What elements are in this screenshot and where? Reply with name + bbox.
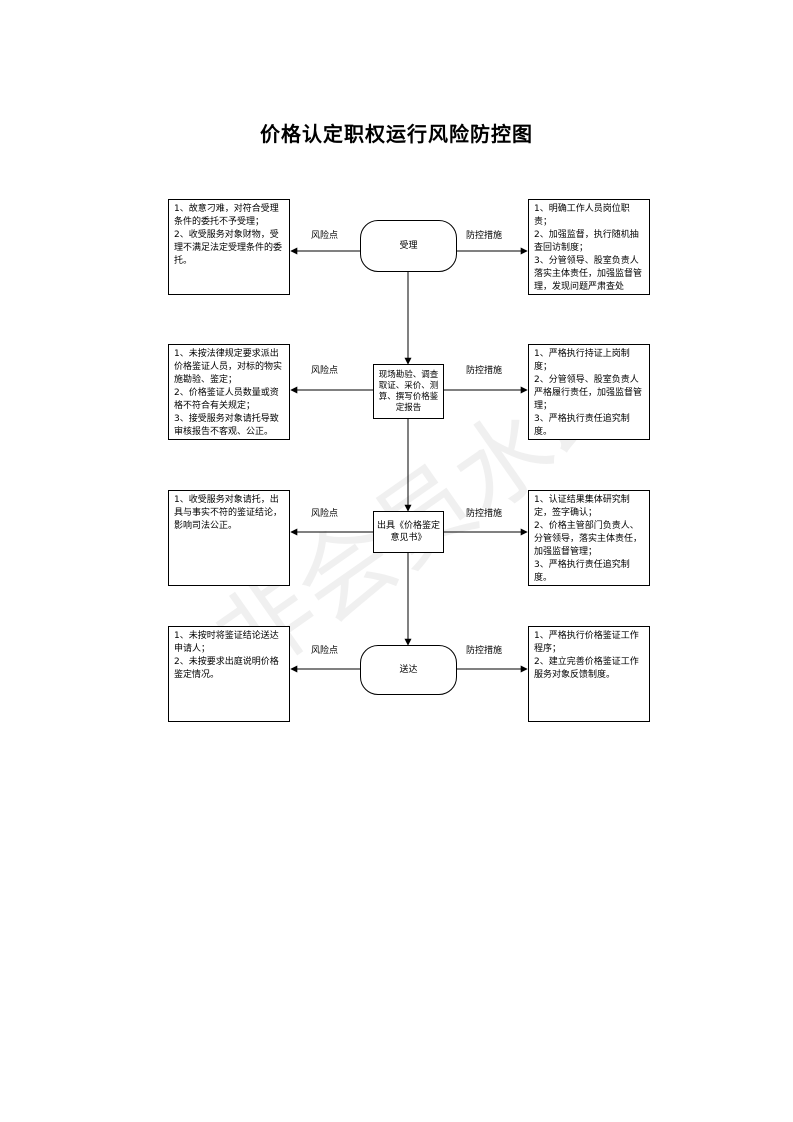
- risk-item: 1、未按时将鉴证结论送达申请人；: [174, 631, 279, 654]
- control-item: 1、严格执行价格鉴证工作程序；: [534, 631, 639, 654]
- control-box-4: 1、严格执行价格鉴证工作程序； 2、建立完善价格鉴证工作服务对象反馈制度。: [528, 626, 650, 722]
- control-item: 2、价格主管部门负责人、分管领导，落实主体责任，加强监督管理；: [534, 521, 643, 557]
- risk-box-2: 1、未按法律规定要求派出价格鉴证人员，对标的物实施勘验、鉴定； 2、价格鉴证人员…: [168, 344, 290, 440]
- control-item: 2、分管领导、股室负责人严格履行责任，加强监督管理；: [534, 375, 643, 411]
- control-box-3: 1、认证结果集体研究制定，签字确认； 2、价格主管部门负责人、分管领导，落实主体…: [528, 490, 650, 586]
- risk-item: 2、价格鉴证人员数量或资格不符合有关规定；: [174, 388, 279, 411]
- control-box-2: 1、严格执行持证上岗制度； 2、分管领导、股室负责人严格履行责任，加强监督管理；…: [528, 344, 650, 440]
- control-label: 防控措施: [466, 366, 503, 376]
- control-item: 3、严格执行责任追究制度。: [534, 560, 630, 583]
- control-box-1: 1、明确工作人员岗位职责； 2、加强监督，执行随机抽查回访制度； 3、分管领导、…: [528, 199, 650, 295]
- control-label: 防控措施: [466, 509, 503, 519]
- risk-box-3: 1、收受服务对象请托，出具与事实不符的鉴证结论，影响司法公正。: [168, 490, 290, 586]
- control-item: 3、分管领导、股室负责人落实主体责任，加强监督管理，发现问题严肃查处: [534, 256, 643, 292]
- risk-box-4: 1、未按时将鉴证结论送达申请人； 2、未按要求出庭说明价格鉴定情况。: [168, 626, 290, 722]
- risk-box-1: 1、故意刁难，对符合受理条件的委托不予受理； 2、收受服务对象财物，受理不满足法…: [168, 199, 290, 295]
- control-item: 3、严格执行责任追究制度。: [534, 414, 630, 437]
- node-investigation: 现场勘验、调查取证、采价、测算、撰写价格鉴定报告: [373, 364, 444, 419]
- risk-item: 2、未按要求出庭说明价格鉴定情况。: [174, 657, 279, 680]
- risk-item: 1、未按法律规定要求派出价格鉴证人员，对标的物实施勘验、鉴定；: [174, 349, 283, 385]
- node-issue-opinion: 出具《价格鉴定意见书》: [373, 511, 444, 553]
- risk-label: 风险点: [311, 366, 339, 376]
- risk-label: 风险点: [311, 646, 339, 656]
- risk-label: 风险点: [311, 231, 339, 241]
- node-deliver: 送达: [360, 645, 457, 695]
- control-item: 2、加强监督，执行随机抽查回访制度；: [534, 230, 639, 253]
- risk-item: 1、故意刁难，对符合受理条件的委托不予受理；: [174, 204, 279, 227]
- control-item: 2、建立完善价格鉴证工作服务对象反馈制度。: [534, 657, 639, 680]
- control-label: 防控措施: [466, 646, 503, 656]
- risk-item: 1、收受服务对象请托，出具与事实不符的鉴证结论，影响司法公正。: [174, 495, 283, 531]
- control-item: 1、严格执行持证上岗制度；: [534, 349, 630, 372]
- control-label: 防控措施: [466, 231, 503, 241]
- risk-label: 风险点: [311, 509, 339, 519]
- control-item: 1、明确工作人员岗位职责；: [534, 204, 630, 227]
- control-item: 1、认证结果集体研究制定，签字确认；: [534, 495, 630, 518]
- risk-item: 3、接受服务对象请托导致审核报告不客观、公正。: [174, 414, 279, 437]
- risk-item: 2、收受服务对象财物，受理不满足法定受理条件的委托。: [174, 230, 283, 266]
- page-title: 价格认定职权运行风险防控图: [260, 122, 533, 146]
- node-accept: 受理: [360, 220, 457, 272]
